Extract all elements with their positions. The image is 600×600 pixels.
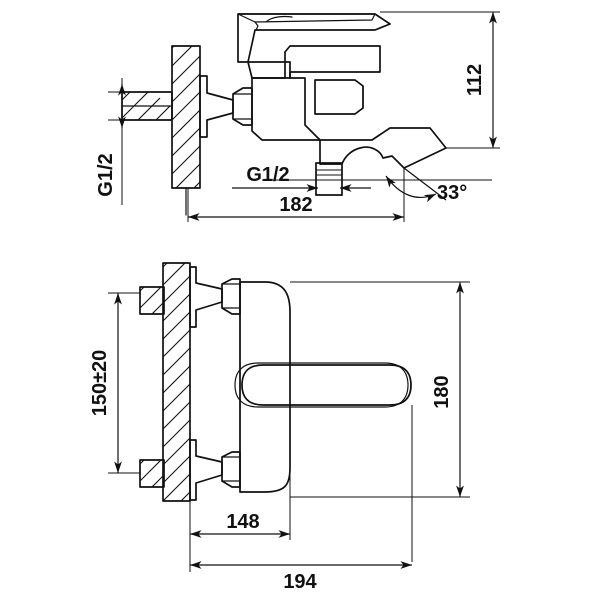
spout-outlet-side [319,127,447,169]
dimension-150-pm-20-label: 150±20 [89,350,111,417]
lever-handle-front [234,362,412,408]
body-cap-side [247,61,291,79]
escutcheon-cone-top [199,75,234,138]
eccentric-connector-upper [139,286,165,315]
dimension-150-pm-20: 150±20 [89,292,140,474]
front-elevation-view: 150±20 180 148 194 [89,262,470,593]
dimension-180-label: 180 [431,375,453,408]
connector-hatching-lower [140,460,164,487]
dimension-194-label: 194 [283,571,317,593]
dimension-g12-left: G1/2 [95,78,126,205]
wall-hatching-top [172,46,200,188]
dimension-182: 182 [187,168,405,222]
hex-nut-top [232,87,253,126]
shower-outlet-tube-side [315,162,343,196]
lever-handle-side [237,13,391,63]
dimension-148-label: 148 [226,511,259,533]
dimension-g12-body: G1/2 [232,164,371,196]
dimension-g12-left-label: G1/2 [95,153,117,196]
dimension-g12-body-label: G1/2 [246,164,289,186]
dimension-112: 112 [380,11,500,149]
escutcheon-cone-lower [189,439,241,501]
escutcheon-cone-upper [189,266,241,328]
dimension-33-degrees-label: 33° [437,182,467,204]
side-elevation-view: 112 G1/2 G1/2 [95,11,500,222]
dimension-194: 194 [189,534,412,593]
connector-hatching-top [122,92,171,120]
diverter-knob-side [314,79,364,115]
dimension-148: 148 [189,500,290,540]
mixer-body-front [239,281,291,493]
mixer-body-side [251,45,381,141]
wall-hatching-bottom [163,263,190,501]
dimension-180: 180 [290,281,470,498]
dimension-182-label: 182 [279,194,312,216]
wall-section-bottom [162,262,191,502]
dimension-112-label: 112 [464,64,486,96]
dimension-33-degrees: 33° [385,167,467,204]
connector-hatching-upper [140,287,164,314]
